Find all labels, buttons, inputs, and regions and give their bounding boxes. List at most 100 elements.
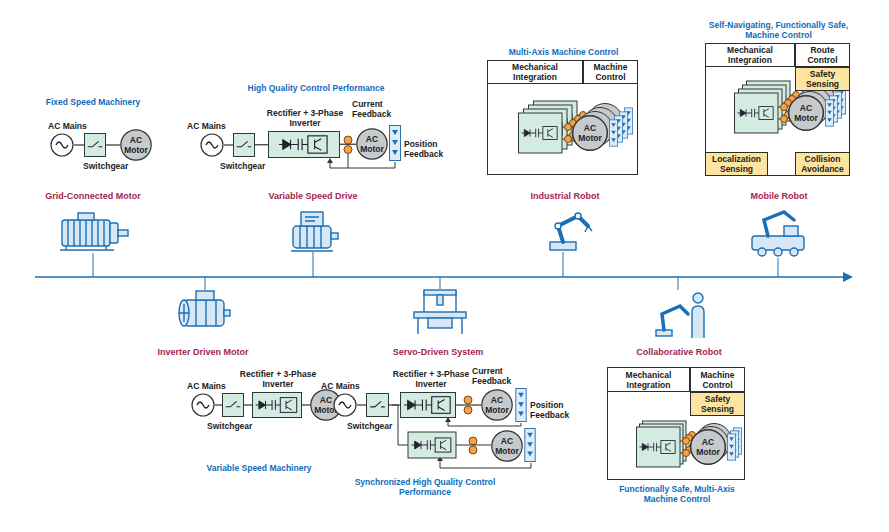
- section-title: Synchronized High Quality Control Perfor…: [350, 477, 500, 497]
- current-sensors-part: [464, 406, 472, 414]
- inverter-box: Rectifier + 3-Phase Inverter: [400, 392, 456, 418]
- multi-axis-stack: [519, 101, 633, 153]
- multi-axis-stack-part: [519, 113, 618, 153]
- collaborative-robot-icon-part: [693, 293, 703, 303]
- grid-motor-icon-part: [68, 220, 104, 246]
- node-label: Mechanical Integration: [706, 44, 794, 66]
- node-label: Collision Avoidance: [796, 153, 849, 175]
- grid-motor-icon-part: [62, 220, 110, 246]
- feedback-arrowheads-part: [327, 158, 333, 163]
- current-sensors-part: [469, 437, 477, 445]
- motor-circle: AC Motor: [572, 115, 608, 151]
- annotation: Current Feedback: [352, 99, 398, 119]
- switchgear-box-shape: [85, 134, 105, 156]
- current-sensors-part: [344, 136, 352, 144]
- switchgear-box-shape: [223, 394, 243, 416]
- sensing-cell: Safety Sensing: [795, 67, 850, 91]
- stage-label: Inverter Driven Motor: [138, 347, 268, 358]
- mobile-robot-icon-part: [758, 248, 766, 256]
- control-group: Self-Navigating, Functionally Safe, Mach…: [705, 43, 850, 176]
- ac-mains-source-shape: [200, 133, 224, 157]
- servo-machine-icon-part: [414, 312, 466, 318]
- node-label: AC Motor: [788, 95, 824, 131]
- collaborative-axis-stack: [637, 421, 742, 467]
- ac-mains-source-shape: [50, 133, 74, 157]
- function-cell: Route Control: [795, 43, 850, 67]
- motor-circle: AC Motor: [491, 430, 523, 462]
- inverter-motor-icon: [179, 291, 230, 326]
- servo-machine-icon-part: [437, 295, 443, 305]
- industrial-robot-icon: [550, 213, 592, 250]
- node-label: Machine Control: [691, 368, 744, 391]
- industrial-robot-icon-part: [555, 223, 561, 229]
- feedback-wires-part: [448, 421, 521, 426]
- industrial-robot-icon-part: [585, 226, 592, 232]
- function-cell: Machine Control: [690, 367, 745, 392]
- section-title: Variable Speed Machinery: [184, 463, 334, 473]
- wire: [106, 144, 120, 145]
- servo-machine-icon: [414, 290, 466, 334]
- function-cell: Machine Control: [583, 60, 638, 84]
- node-label: Switchgear: [220, 161, 280, 171]
- motor-circle: AC Motor: [481, 389, 513, 421]
- wire: [456, 404, 481, 405]
- stage-label: Mobile Robot: [729, 191, 829, 202]
- collaborative-axis-stack-part: [637, 427, 736, 467]
- node-label: Rectifier + 3-Phase Inverter: [234, 369, 322, 389]
- inverter-motor-icon-part: [196, 291, 214, 300]
- variable-speed-drive-icon-part: [293, 226, 331, 248]
- ac-mains-source: AC Mains: [191, 393, 215, 417]
- variable-speed-drive-icon-part: [291, 250, 333, 251]
- control-group: Functionally Safe, Multi-Axis Machine Co…: [607, 367, 745, 480]
- stage-label: Servo-Driven System: [373, 347, 503, 358]
- node-label: Rectifier + 3-Phase Inverter: [261, 108, 349, 128]
- mobile-robot-icon-part: [774, 248, 782, 256]
- timeline-axis-part: [35, 276, 843, 278]
- node-label: Position Feedback: [530, 400, 580, 420]
- grid-motor-icon-part: [110, 223, 118, 243]
- variable-speed-drive-icon-part: [305, 217, 319, 221]
- motor-circle: AC Motor: [120, 129, 152, 161]
- node-label: Route Control: [796, 44, 849, 66]
- encoder-box: Position Feedback: [515, 388, 527, 422]
- sensing-cell: Localization Sensing: [705, 152, 768, 176]
- grid-motor-icon-part: [60, 246, 114, 250]
- ac-mains-source: AC Mains: [200, 133, 224, 157]
- function-cell: Mechanical Integration: [705, 43, 795, 67]
- inverter-box-shape: [253, 393, 301, 417]
- timeline-axis-part: [843, 272, 853, 282]
- variable-speed-drive-icon-part: [301, 212, 323, 226]
- motor-circle: AC Motor: [690, 429, 726, 465]
- mobile-robot-icon-part: [784, 226, 798, 236]
- node-label: AC Mains: [187, 381, 247, 391]
- inverter-motor-icon-part: [224, 310, 230, 316]
- collaborative-robot-icon: [656, 293, 704, 338]
- timeline-axis: [35, 252, 853, 290]
- wire: [244, 404, 252, 405]
- node-label: Switchgear: [347, 421, 407, 431]
- collaborative-robot-icon-part: [662, 306, 688, 330]
- inverter-motor-icon-part: [184, 300, 224, 326]
- industrial-robot-icon-part: [558, 216, 588, 242]
- sensing-cell: Safety Sensing: [690, 392, 745, 416]
- function-cell: Mechanical Integration: [607, 367, 690, 392]
- node-label: Switchgear: [207, 421, 267, 431]
- mobile-robot-icon-part: [790, 248, 798, 256]
- current-sensors-part: [464, 396, 472, 404]
- node-label: Machine Control: [584, 61, 637, 83]
- switchgear-box: Switchgear: [233, 133, 255, 157]
- switchgear-box: Switchgear: [366, 393, 389, 417]
- sensing-cell: Collision Avoidance: [795, 152, 850, 176]
- switchgear-box-shape: [367, 394, 388, 416]
- node-label: Switchgear: [83, 161, 143, 171]
- node-label: AC Motor: [491, 430, 523, 462]
- grid-motor-icon: [60, 213, 128, 250]
- variable-speed-drive-icon: [291, 212, 338, 251]
- stage-label: Industrial Robot: [505, 191, 625, 202]
- inverter-box: Rectifier + 3-Phase Inverter: [268, 131, 340, 158]
- wire: [74, 144, 84, 145]
- mobile-axis-stack-part: [735, 93, 834, 133]
- inverter-motor-icon-part: [179, 300, 216, 326]
